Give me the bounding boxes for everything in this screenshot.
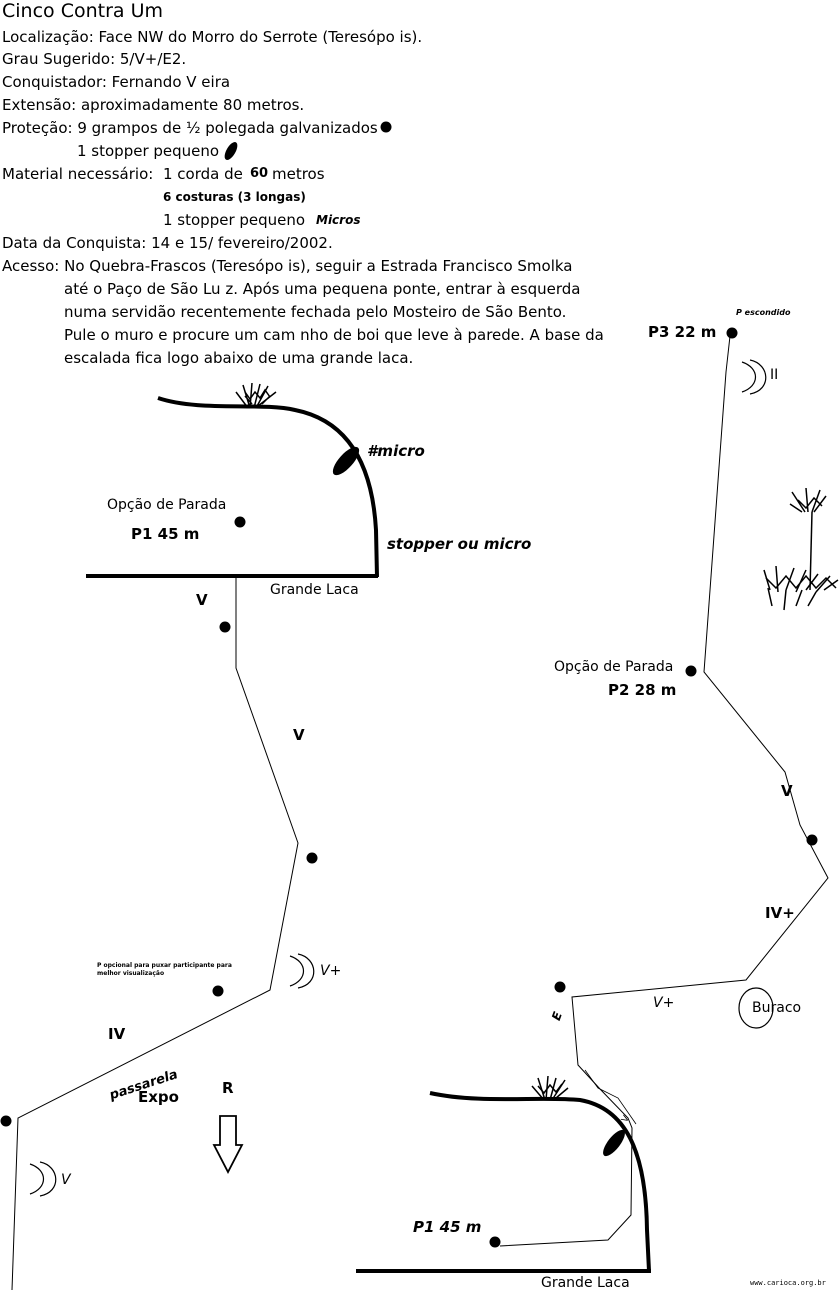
rappel-arrow-icon (212, 1115, 244, 1174)
left-grade-iv: IV (108, 1025, 126, 1043)
left-r-label: R (222, 1079, 234, 1097)
left-grade-vplus: V+ (320, 963, 342, 979)
left-p-opcional-2: melhor visualização (97, 970, 165, 977)
right-grade-v: V (781, 782, 793, 800)
left-anchor-p1 (234, 516, 246, 528)
buraco-hole-icon (738, 987, 774, 1029)
material-quickdraws: 6 costuras (3 longas) (163, 190, 306, 204)
left-bolt-3 (212, 985, 224, 997)
access-line-2: até o Paço de São Lu z. Após uma pequena… (64, 280, 581, 298)
material-rope-b: 60 (250, 166, 269, 181)
length-text: Extensão: aproximadamente 80 metros. (2, 96, 305, 114)
left-bush-icon (235, 382, 277, 409)
right-p1-label: P1 45 m (413, 1218, 482, 1236)
protection-text: Proteção: 9 grampos de ½ polegada galvan… (2, 119, 378, 137)
left-crux-arcs-vplus (289, 953, 315, 989)
right-grade-ivplus: IV+ (765, 904, 795, 922)
material-stopper: 1 stopper pequeno (163, 211, 306, 229)
right-anchor-p3 (726, 327, 738, 339)
left-p-opcional-1: P opcional para puxar participante para (97, 962, 232, 969)
right-bush-upper-icon (789, 487, 827, 591)
right-grade-vplus: V+ (653, 995, 675, 1011)
right-crux-arcs-ii (741, 359, 767, 395)
material-rope-a: 1 corda de (163, 165, 243, 183)
route-title: Cinco Contra Um (2, 0, 163, 22)
left-stopper-label: stopper ou micro (387, 535, 532, 553)
right-grande-laca-label: Grande Laca (541, 1275, 630, 1290)
right-bush-lower-icon (763, 565, 839, 611)
left-micro-label: #micro (367, 442, 425, 460)
left-route-line (11, 577, 299, 1290)
right-p-escondido-label: P escondido (736, 308, 791, 317)
material-rope-c: metros (272, 165, 325, 183)
access-line-5: escalada fica logo abaixo de uma grande … (64, 349, 414, 367)
left-grande-laca-label: Grande Laca (270, 582, 359, 598)
right-micro-icon (603, 1129, 625, 1157)
date-text: Data da Conquista: 14 e 15/ fevereiro/20… (2, 234, 333, 252)
right-grade-ii: II (770, 367, 779, 383)
left-flake-outline (157, 396, 379, 578)
left-p1-label: P1 45 m (131, 525, 200, 543)
right-anchor-p2 (685, 665, 697, 677)
left-micro-icon (332, 446, 360, 476)
right-p2-label: P2 28 m (608, 681, 677, 699)
right-opcao-label: Opção de Parada (554, 659, 674, 675)
grade-text: Grau Sugerido: 5/V+/E2. (2, 50, 187, 68)
left-grade-v3: V (61, 1172, 71, 1188)
material-label: Material necessário: (2, 165, 154, 183)
left-grade-v2: V (293, 726, 305, 744)
site-footer: www.carioca.org.br (750, 1279, 826, 1287)
left-bolt-4 (0, 1115, 12, 1127)
access-line-3: numa servidão recentemente fechada pelo … (64, 303, 567, 321)
protection-stopper-text: 1 stopper pequeno (77, 142, 220, 160)
location-text: Localização: Face NW do Morro do Serrote… (2, 28, 423, 46)
left-grade-v1: V (196, 591, 208, 609)
left-expo-label: Expo (138, 1088, 179, 1106)
right-buraco-label: Buraco (752, 1000, 802, 1016)
material-micros: Micros (316, 213, 361, 227)
right-route-line (499, 335, 829, 1247)
right-p3-label: P3 22 m (648, 323, 717, 341)
right-bush-icon (531, 1075, 569, 1101)
left-opcao-label: Opção de Parada (107, 497, 227, 513)
first-ascent-text: Conquistador: Fernando V eira (2, 73, 231, 91)
right-flake-outline (429, 1091, 651, 1272)
access-line-4: Pule o muro e procure um cam nho de boi … (64, 326, 604, 344)
right-anchor-p1 (489, 1236, 501, 1248)
right-bolt-1 (806, 834, 818, 846)
right-route-line-b (584, 1069, 637, 1125)
right-bolt-2 (554, 981, 566, 993)
left-bolt-1 (219, 621, 231, 633)
access-line-1: Acesso: No Quebra-Frascos (Teresópo is),… (2, 257, 573, 275)
left-crux-arcs-v (29, 1161, 57, 1197)
left-bolt-2 (306, 852, 318, 864)
